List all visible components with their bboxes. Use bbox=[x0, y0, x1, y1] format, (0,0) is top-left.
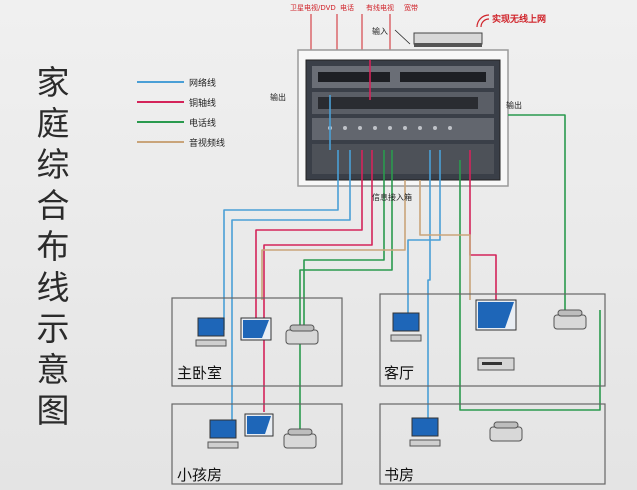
source-label-phone: 电话 bbox=[340, 4, 354, 12]
input-arrow bbox=[394, 29, 411, 45]
distribution-cabinet bbox=[297, 49, 509, 187]
title-char: 家 bbox=[36, 63, 70, 102]
network-cable-master bbox=[223, 150, 339, 330]
title-char: 布 bbox=[36, 227, 70, 266]
telephone-icon bbox=[489, 421, 523, 442]
source-label-cable-tv: 有线电视 bbox=[366, 4, 394, 12]
room-box-master bbox=[171, 297, 343, 387]
title-char: 线 bbox=[36, 268, 70, 307]
coax-cable-kid bbox=[263, 150, 373, 412]
tv-icon bbox=[244, 413, 274, 437]
title-char: 意 bbox=[36, 350, 70, 389]
phone-cable-living bbox=[508, 114, 566, 310]
room-box-living bbox=[379, 293, 606, 387]
source-label-satellite: 卫星电视/DVD bbox=[290, 4, 336, 12]
tv-icon bbox=[240, 317, 272, 341]
computer-icon bbox=[390, 312, 422, 342]
cabinet-label: 信息接入箱 bbox=[372, 193, 412, 202]
title-char: 合 bbox=[36, 186, 70, 225]
title-char: 图 bbox=[36, 391, 70, 430]
telephone-icon bbox=[285, 324, 319, 345]
coax-cable-living bbox=[469, 150, 497, 300]
av-cable-1 bbox=[261, 180, 406, 300]
output-label-right: 输出 bbox=[506, 101, 522, 110]
room-box-study bbox=[379, 403, 606, 485]
phone-cable-master bbox=[303, 150, 385, 330]
output-label-left: 输出 bbox=[270, 93, 286, 102]
phone-cable-kid bbox=[299, 150, 393, 430]
computer-icon bbox=[207, 419, 239, 449]
source-arrows bbox=[310, 14, 391, 50]
wifi-label: 实现无线上网 bbox=[492, 15, 547, 25]
telephone-icon bbox=[283, 428, 317, 449]
legend-label-coax: 铜轴线 bbox=[189, 99, 217, 109]
legend-label-phone: 电话线 bbox=[189, 119, 217, 129]
diagram-title: 家 庭 综 合 布 线 示 意 图 bbox=[30, 62, 76, 431]
title-char: 综 bbox=[36, 145, 70, 184]
legend-lines bbox=[137, 81, 184, 143]
phone-cable-study bbox=[459, 160, 601, 411]
room-label-kid: 小孩房 bbox=[177, 466, 223, 484]
room-label-study: 书房 bbox=[384, 466, 415, 484]
telephone-icon bbox=[553, 309, 587, 330]
router-icon bbox=[413, 32, 483, 47]
tv-icon bbox=[475, 299, 517, 331]
network-cable-living bbox=[407, 150, 441, 325]
legend-label-av: 音视频线 bbox=[189, 139, 226, 149]
coax-cable-master bbox=[255, 150, 363, 318]
legend-label-network: 网络线 bbox=[189, 79, 217, 89]
computer-icon bbox=[409, 417, 441, 447]
source-label-broadband: 宽带 bbox=[404, 4, 418, 12]
input-label: 输入 bbox=[372, 27, 388, 36]
wifi-icon bbox=[476, 14, 490, 28]
computer-icon bbox=[195, 317, 227, 347]
settop-box-icon bbox=[477, 357, 515, 371]
title-char: 示 bbox=[36, 309, 70, 348]
network-cable-study bbox=[427, 150, 431, 430]
room-label-living: 客厅 bbox=[384, 364, 415, 382]
title-char: 庭 bbox=[36, 104, 70, 143]
network-cable-kid bbox=[231, 150, 351, 425]
room-box-kid bbox=[171, 403, 343, 485]
room-label-master: 主卧室 bbox=[177, 364, 223, 382]
av-cable-2 bbox=[419, 180, 471, 300]
